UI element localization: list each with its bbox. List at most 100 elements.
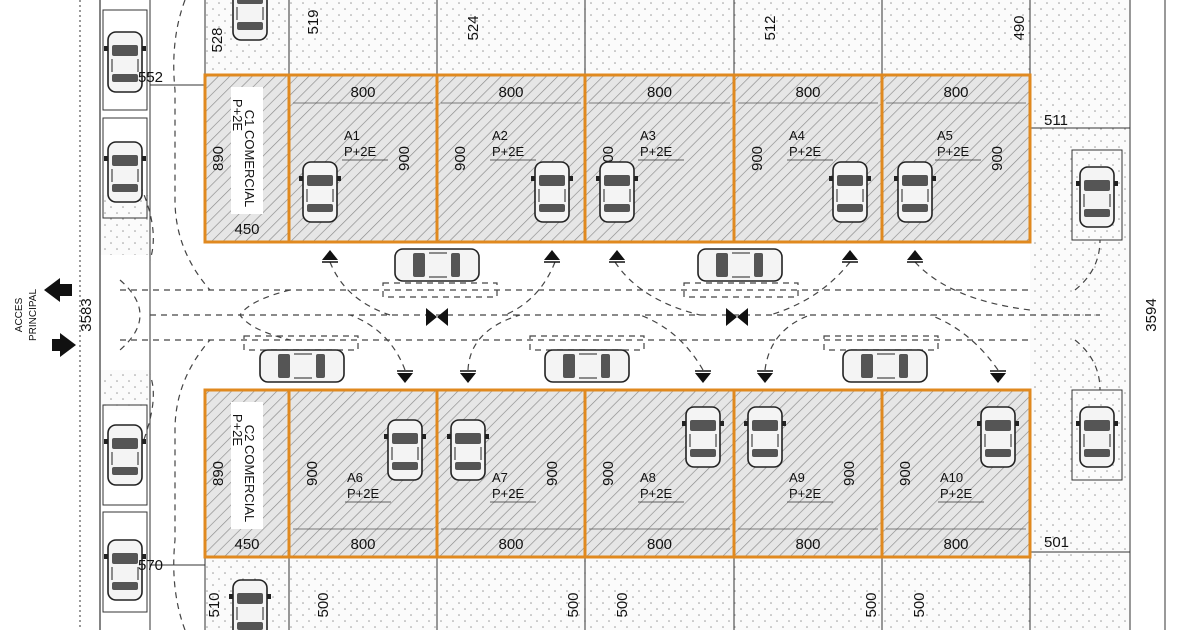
lot-levels: P+2E [789, 486, 821, 501]
commercial-levels: P+2E [230, 99, 245, 131]
bottom-dimensions: 510 500 500 500 500 500 [206, 592, 928, 617]
lot-width: 800 [498, 536, 523, 553]
top-dim-519: 519 [305, 9, 322, 34]
lot-width: 800 [498, 84, 523, 101]
lot-levels: P+2E [492, 144, 524, 159]
main-access: ACCES PRINCIPAL [14, 278, 76, 357]
car-icon [842, 349, 928, 383]
lot-name: A3 [640, 128, 656, 143]
left-dim-top: 552 [138, 69, 163, 86]
bottom-dim-500-d: 500 [863, 592, 880, 617]
lot-depth: 900 [304, 461, 321, 486]
commercial-width: 450 [234, 221, 259, 238]
car-icon [544, 349, 630, 383]
lot-levels: P+2E [492, 486, 524, 501]
lot-depth: 900 [897, 461, 914, 486]
car-icon [394, 248, 480, 282]
right-dim-bottom: 501 [1044, 534, 1069, 551]
left-dim-bottom: 570 [138, 557, 163, 574]
site-lines [79, 0, 1166, 630]
commercial-name: C2 COMERCIAL [242, 425, 257, 523]
lot-depth: 900 [396, 146, 413, 171]
commercial-width: 450 [234, 536, 259, 553]
access-label-line2: PRINCIPAL [28, 289, 39, 341]
access-width-dim: 3583 [78, 298, 95, 331]
top-lot-row: C1 COMERCIALP+2E890450800900A1P+2E800900… [203, 73, 1032, 244]
commercial-depth: 890 [210, 146, 227, 171]
lot-name: A1 [344, 128, 360, 143]
access-in-arrow-icon [52, 333, 76, 357]
car-icon [595, 161, 639, 223]
lot-depth: 900 [600, 461, 617, 486]
top-dim-528: 528 [209, 27, 226, 52]
commercial-name: C1 COMERCIAL [242, 110, 257, 208]
lot-levels: P+2E [344, 144, 376, 159]
bottom-dim-510: 510 [206, 592, 223, 617]
top-dimensions: 528 519 524 512 490 [209, 9, 1028, 52]
left-parking-bays [102, 9, 1123, 613]
lot-name: A5 [937, 128, 953, 143]
top-dim-490: 490 [1011, 15, 1028, 40]
car-icon [976, 406, 1020, 468]
top-dim-512: 512 [762, 15, 779, 40]
lot-width: 800 [350, 536, 375, 553]
car-icon [383, 419, 427, 481]
traffic-paths [119, 0, 1101, 630]
car-icon [228, 579, 272, 630]
lot-name: A9 [789, 470, 805, 485]
car-icon [681, 406, 725, 468]
top-dim-524: 524 [465, 15, 482, 40]
lot-levels: P+2E [347, 486, 379, 501]
car-icon [828, 161, 872, 223]
car-icon [743, 406, 787, 468]
lot-width: 800 [943, 536, 968, 553]
lot-width: 800 [943, 84, 968, 101]
lot-levels: P+2E [940, 486, 972, 501]
lot-name: A7 [492, 470, 508, 485]
lot-levels: P+2E [640, 486, 672, 501]
lot-name: A6 [347, 470, 363, 485]
lot-name: A10 [940, 470, 963, 485]
lot-width: 800 [647, 84, 672, 101]
lot-width: 800 [795, 84, 820, 101]
car-icon [103, 424, 147, 486]
car-icon [298, 161, 342, 223]
car-icon [446, 419, 490, 481]
commercial-depth: 890 [210, 461, 227, 486]
lot-depth: 900 [749, 146, 766, 171]
car-icon [259, 349, 345, 383]
car-icon [1075, 166, 1119, 228]
lot-name: A2 [492, 128, 508, 143]
lot-levels: P+2E [640, 144, 672, 159]
access-label-line1: ACCES [14, 297, 25, 332]
lot-name: A4 [789, 128, 805, 143]
lot-width: 800 [647, 536, 672, 553]
bottom-dim-500-a: 500 [315, 592, 332, 617]
right-total-dim: 3594 [1143, 298, 1160, 331]
access-out-arrow-icon [44, 278, 72, 302]
car-icon [893, 161, 937, 223]
bottom-dim-500-b: 500 [565, 592, 582, 617]
car-icon [228, 0, 272, 41]
bottom-dim-500-e: 500 [911, 592, 928, 617]
lot-name: A8 [640, 470, 656, 485]
car-icon [530, 161, 574, 223]
lot-width: 800 [795, 536, 820, 553]
lot-depth: 900 [989, 146, 1006, 171]
lot-levels: P+2E [937, 144, 969, 159]
side-dimensions: 552 570 511 501 3594 3583 [78, 69, 1160, 574]
commercial-levels: P+2E [230, 414, 245, 446]
car-icon [697, 248, 783, 282]
bottom-dim-500-c: 500 [614, 592, 631, 617]
car-icon [103, 141, 147, 203]
car-icon [1075, 406, 1119, 468]
lot-depth: 900 [544, 461, 561, 486]
lot-depth: 900 [452, 146, 469, 171]
lot-levels: P+2E [789, 144, 821, 159]
